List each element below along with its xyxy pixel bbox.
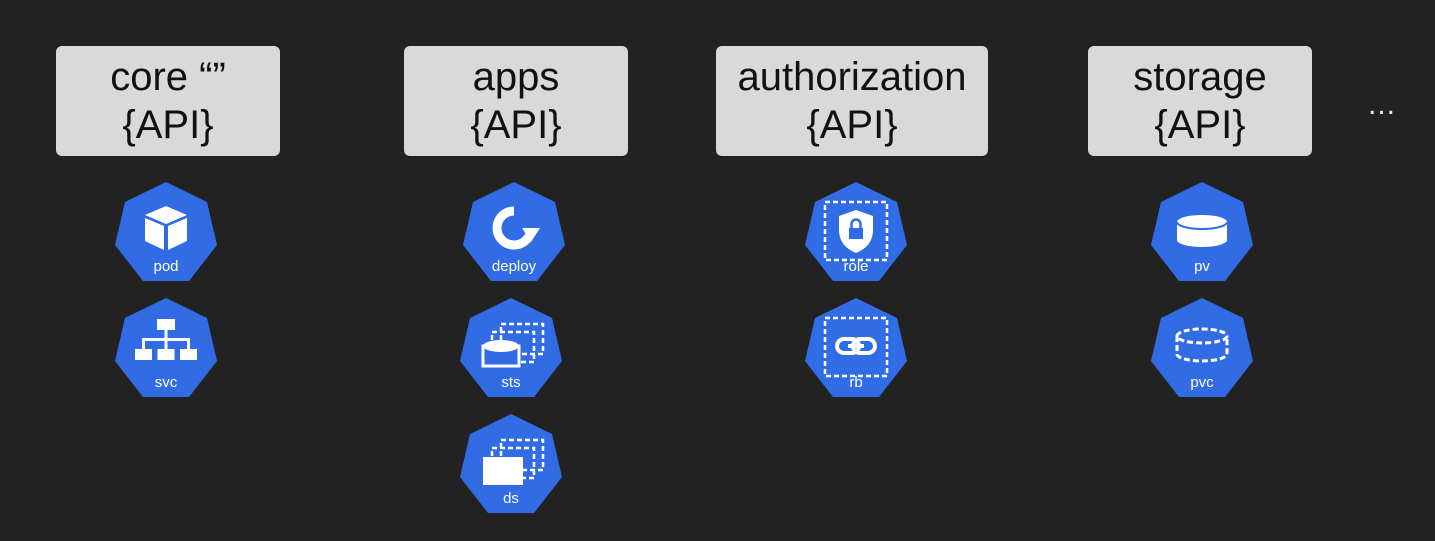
resource-ds-label: ds	[503, 490, 519, 507]
resource-sts: sts	[455, 294, 567, 406]
resource-deploy-label: deploy	[491, 258, 537, 275]
cube-icon	[145, 206, 187, 250]
resource-pvc: pvc	[1146, 294, 1258, 406]
resource-svc: svc	[110, 294, 222, 406]
group-storage-name: storage	[1133, 55, 1267, 99]
group-core-box: core “” {API}	[56, 46, 280, 156]
group-authorization-suffix: {API}	[806, 103, 898, 147]
group-authorization-box: authorization {API}	[716, 46, 988, 156]
group-storage-box: storage {API}	[1088, 46, 1312, 156]
resource-ds: ds	[455, 410, 567, 522]
resource-pod: pod	[110, 178, 222, 290]
link-icon	[823, 316, 889, 378]
resource-rb-label: rb	[849, 374, 863, 391]
stacked-boxes-icon	[483, 438, 545, 485]
resource-sts-label: sts	[501, 374, 521, 391]
group-core-name: core “”	[110, 55, 226, 99]
resource-pod-label: pod	[153, 258, 179, 275]
group-apps-box: apps {API}	[404, 46, 628, 156]
stacked-disks-icon	[481, 322, 545, 368]
shield-lock-icon	[823, 200, 889, 262]
resource-role: role	[800, 178, 912, 290]
resource-pv: pv	[1146, 178, 1258, 290]
rotate-arrow-icon	[492, 206, 540, 250]
resource-pvc-label: pvc	[1190, 374, 1214, 391]
resource-rb: rb	[800, 294, 912, 406]
group-apps-suffix: {API}	[470, 103, 562, 147]
dashed-disk-icon	[1175, 327, 1229, 363]
group-authorization-name: authorization	[737, 55, 967, 99]
more-ellipsis: ...	[1368, 88, 1397, 121]
hierarchy-icon	[135, 319, 197, 360]
group-core-suffix: {API}	[122, 103, 214, 147]
resource-deploy: deploy	[458, 178, 570, 290]
resource-pv-label: pv	[1194, 258, 1210, 275]
group-storage-suffix: {API}	[1154, 103, 1246, 147]
disk-icon	[1176, 215, 1228, 247]
resource-role-label: role	[843, 258, 869, 275]
group-apps-name: apps	[472, 55, 560, 99]
resource-svc-label: svc	[154, 374, 178, 391]
